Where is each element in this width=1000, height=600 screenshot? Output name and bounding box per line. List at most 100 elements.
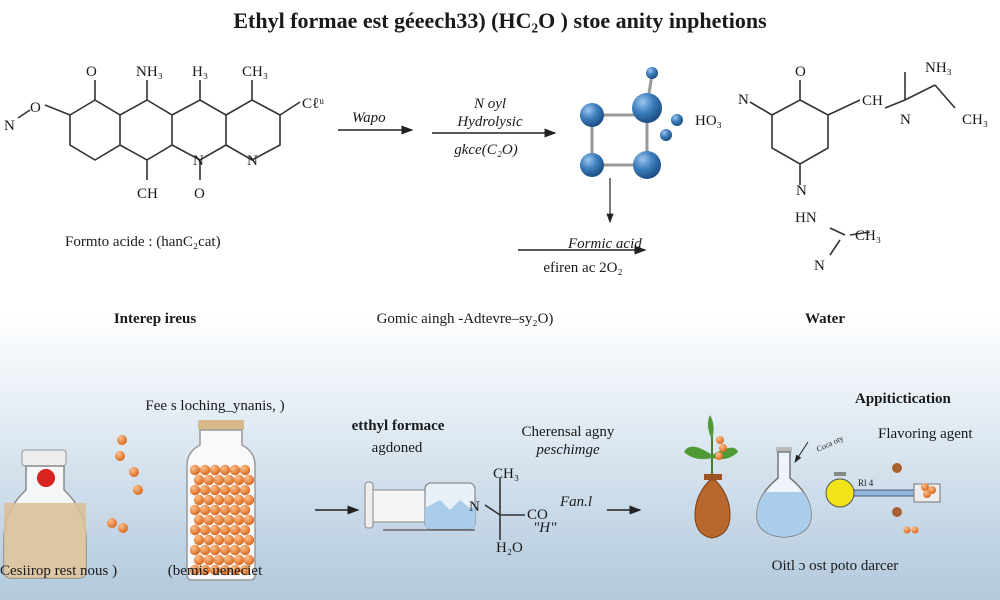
atom: CH₃ — [962, 112, 988, 128]
fruit-ball — [209, 484, 221, 496]
fruit-ball — [209, 464, 221, 476]
atom: O — [30, 100, 41, 116]
fruit-ball — [233, 534, 245, 546]
fruit-ball — [239, 504, 251, 516]
fruit-ball — [189, 484, 201, 496]
caption-water: Water — [805, 311, 845, 327]
atom: HN — [795, 210, 817, 226]
bottle-caption: Cesiirop rest nous ) — [0, 563, 117, 579]
fruit-ball — [189, 544, 201, 556]
formula-n: N — [469, 499, 480, 515]
caption-left: Interep ireus — [114, 311, 197, 327]
atom: HO₃ — [695, 113, 722, 129]
fruit-ball — [233, 494, 245, 506]
fruit-ball — [213, 494, 225, 506]
chem-title-2: peschimge — [535, 442, 600, 458]
fruit-ball — [199, 504, 211, 516]
atom: Cℓᵘ — [302, 96, 324, 112]
atom: N — [900, 112, 911, 128]
fruit-ball — [233, 474, 245, 486]
fruit-ball — [243, 474, 255, 486]
fruit-ball — [209, 564, 221, 576]
fruit-ball — [209, 524, 221, 536]
formula-h: "H" — [533, 520, 557, 536]
fruit-ball — [243, 554, 255, 566]
fruit-ball — [193, 474, 205, 486]
fruit-ball — [213, 534, 225, 546]
atom: H₃ — [192, 64, 208, 80]
fruit-ball — [219, 564, 231, 576]
device-illustration: Rl 4 — [825, 463, 941, 534]
fruit-ball — [243, 494, 255, 506]
atom: O — [194, 186, 205, 202]
atom: CH — [137, 186, 158, 202]
fruit-ball — [229, 544, 241, 556]
jar-caption: (bemis ueneciet — [168, 563, 263, 579]
fruit-ball — [213, 514, 225, 526]
formic-acid-sub: efiren ac 2O₂ — [543, 260, 622, 276]
fruit-ball — [189, 464, 201, 476]
fruit-ball — [189, 524, 201, 536]
atom: N — [796, 183, 807, 199]
fruit-ball — [193, 514, 205, 526]
fruit-ball — [203, 494, 215, 506]
fan-label: Fan.l — [559, 494, 592, 510]
flavoring-agent-label: Flavoring agent — [878, 426, 973, 442]
fruit-ball — [213, 474, 225, 486]
fruit-ball — [203, 474, 215, 486]
fruit-ball — [223, 554, 235, 566]
fruit-ball — [239, 484, 251, 496]
atom: N — [4, 118, 15, 134]
atom: N — [247, 153, 258, 169]
arrow-label: Wapo — [352, 110, 386, 126]
fruit-ball — [219, 464, 231, 476]
fruit-ball — [233, 554, 245, 566]
atom: O — [86, 64, 97, 80]
fruit-ball — [233, 514, 245, 526]
fruit-ball — [229, 504, 241, 516]
atom: NH₃ — [925, 60, 952, 76]
fruit-ball — [243, 534, 255, 546]
fruit-ball — [223, 474, 235, 486]
device-label: Rl 4 — [858, 478, 874, 488]
ball-and-stick-model — [580, 67, 683, 179]
fruit-ball — [219, 544, 231, 556]
fruit-ball — [223, 494, 235, 506]
fruit-ball — [239, 464, 251, 476]
fruit-ball — [199, 544, 211, 556]
page-title: Ethyl formae est géeech33) (HC₂O ) stoe … — [233, 8, 767, 33]
fruit-ball — [243, 514, 255, 526]
fruit-ball — [213, 554, 225, 566]
process-title-2: agdoned — [372, 440, 423, 456]
caption-middle: Gomic aingh -Adtevre–sy₂O) — [377, 311, 554, 327]
fruit-ball — [189, 504, 201, 516]
fruit-ball — [219, 524, 231, 536]
syringe-illustration — [364, 478, 525, 540]
plant-illustration — [684, 415, 738, 539]
arrow-label-top: N oyl — [473, 96, 506, 112]
fruit-ball — [229, 484, 241, 496]
fruit-ball — [239, 524, 251, 536]
fruit-ball — [229, 464, 241, 476]
right-molecule: O NH₃ N HO₃ CH N CH₃ N HN CH₃ N — [695, 60, 988, 274]
fruit-ball — [193, 494, 205, 506]
chem-title-1: Cherensal agny — [522, 424, 615, 440]
fruit-ball — [199, 564, 211, 576]
fruit-ball — [229, 564, 241, 576]
applications-caption: Oitl ɔ ost poto darcer — [772, 558, 899, 574]
atom: CH — [862, 93, 883, 109]
atom: N — [193, 153, 204, 169]
formula-co: CO — [527, 507, 548, 523]
fruit-ball — [193, 534, 205, 546]
fruit-ball — [199, 464, 211, 476]
atom: N — [738, 92, 749, 108]
fruit-ball — [203, 514, 215, 526]
atom: CH₃ — [855, 228, 881, 244]
fruit-ball — [209, 504, 221, 516]
fruit-ball — [209, 544, 221, 556]
atom: N — [814, 258, 825, 274]
atom: NH₃ — [136, 64, 163, 80]
fruit-ball — [223, 514, 235, 526]
